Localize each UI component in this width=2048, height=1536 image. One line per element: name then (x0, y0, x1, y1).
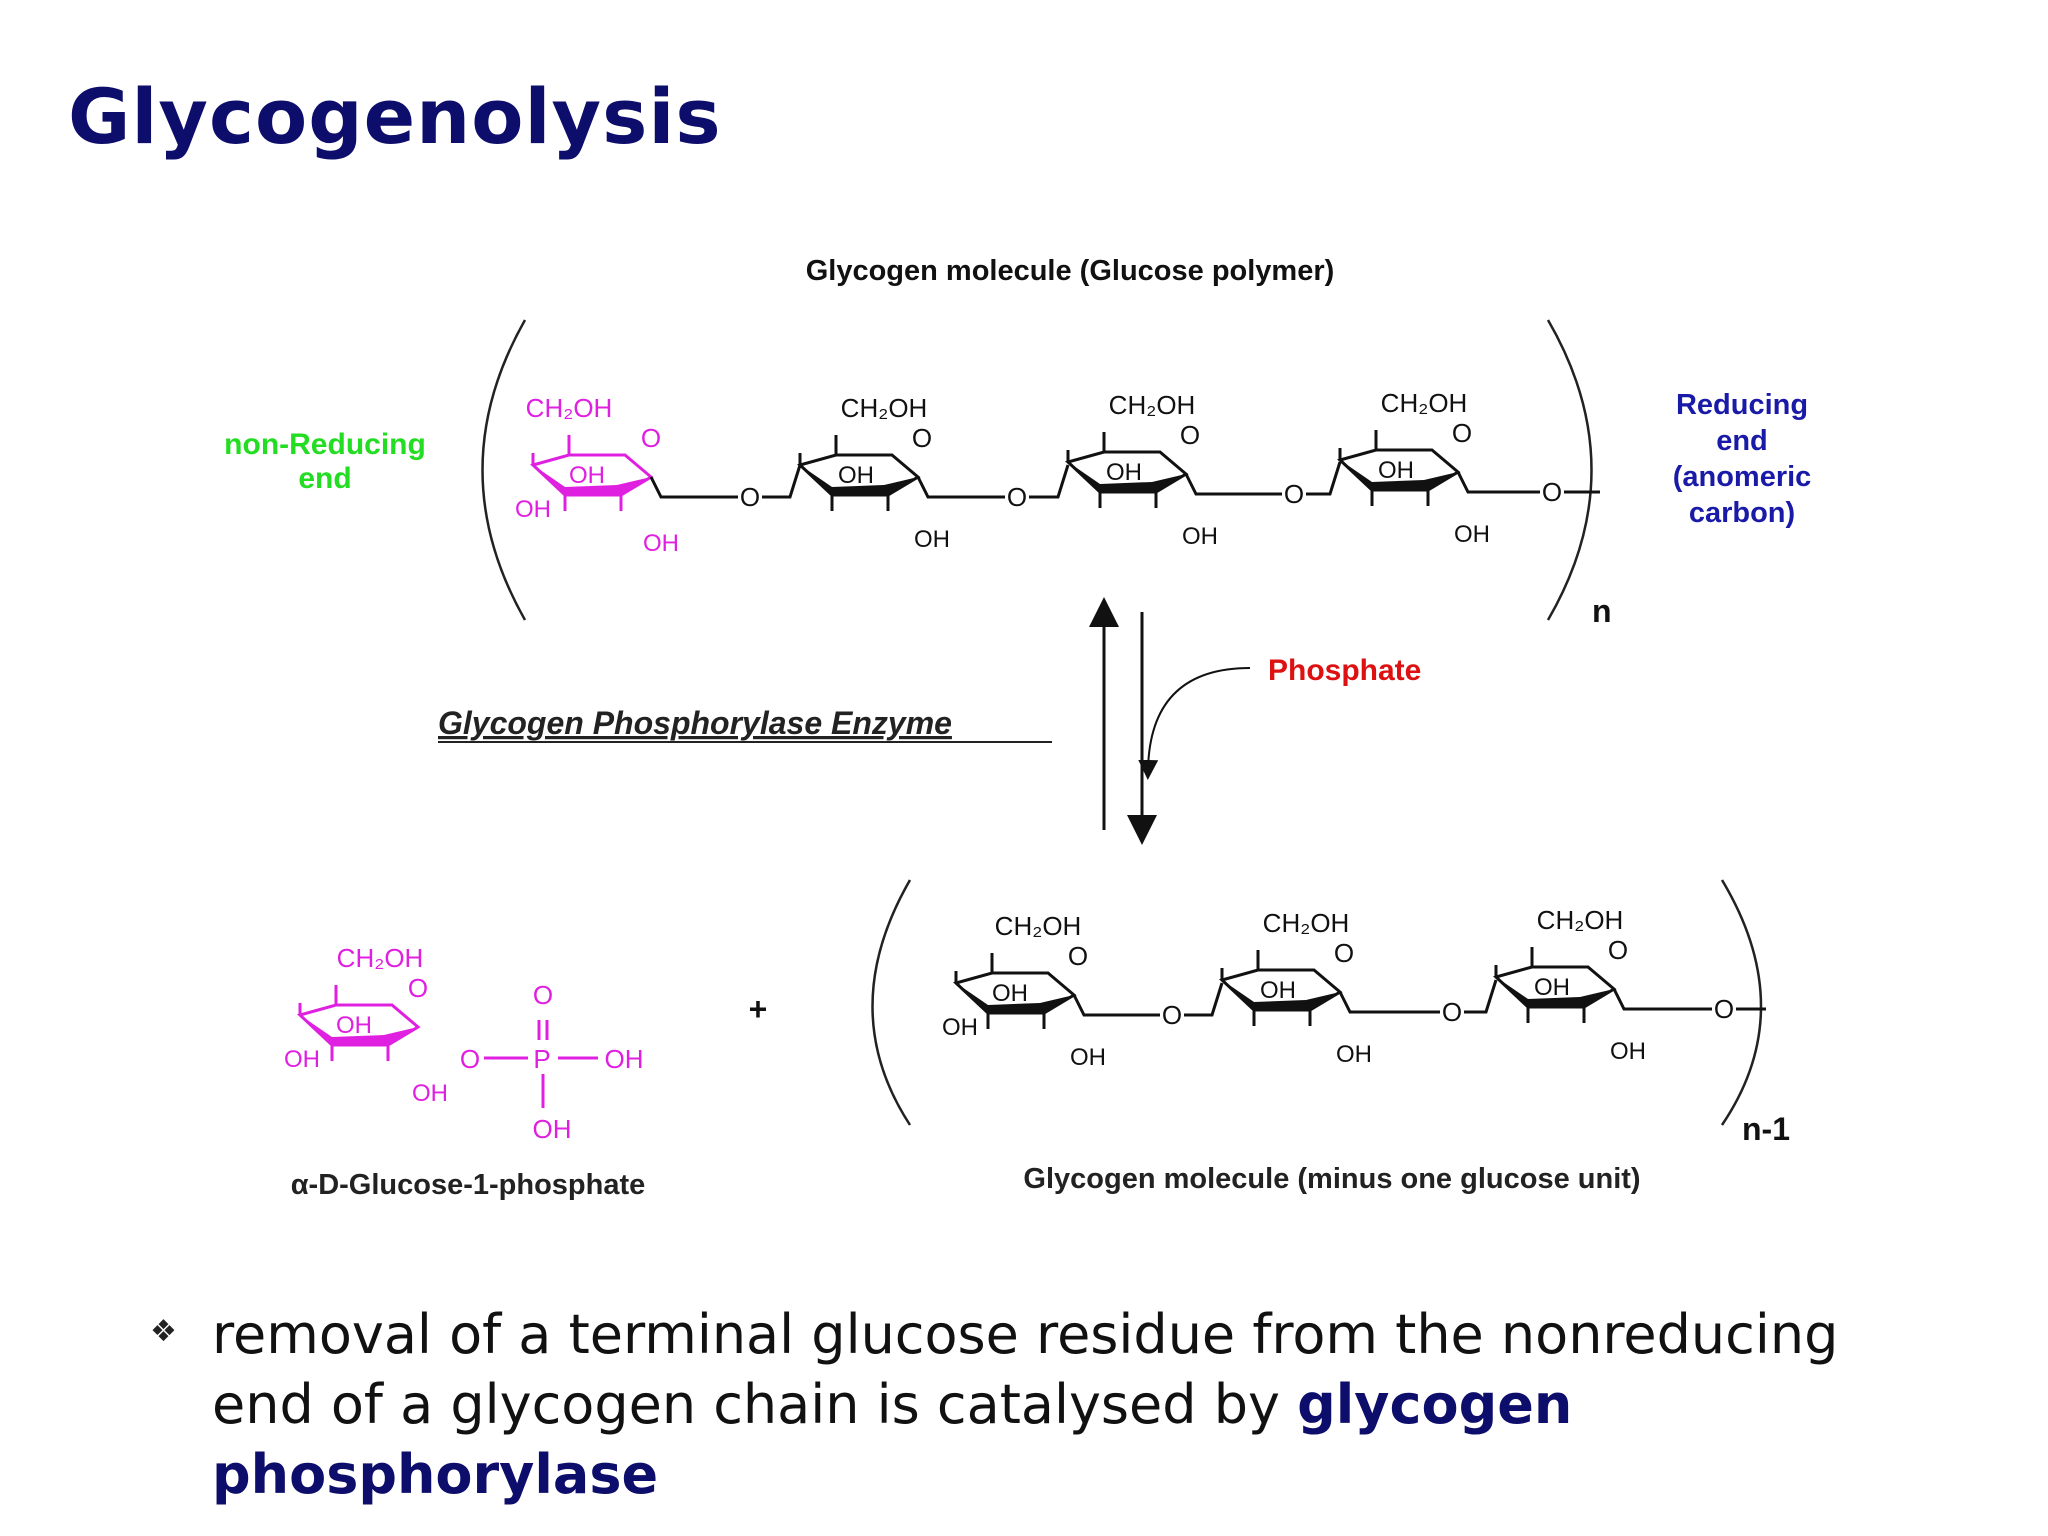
svg-text:O: O (408, 973, 428, 1003)
svg-text:CH₂OH: CH₂OH (1381, 388, 1468, 418)
svg-text:O: O (1180, 420, 1200, 450)
svg-text:O: O (1334, 938, 1354, 968)
svg-text:CH₂OH: CH₂OH (1537, 905, 1624, 935)
glucose-ring-b1: CH₂OH O OH OH OH (942, 911, 1106, 1071)
phosphorus-atom: P (533, 1044, 550, 1074)
svg-text:OH: OH (284, 1046, 320, 1073)
svg-text:CH₂OH: CH₂OH (1109, 390, 1196, 420)
svg-text:OH: OH (942, 1014, 978, 1041)
svg-text:CH₂OH: CH₂OH (841, 393, 928, 423)
svg-text:OH: OH (1534, 974, 1570, 1001)
svg-text:OH: OH (643, 530, 679, 557)
reducing-label-line3: (anomeric (1673, 461, 1812, 493)
svg-text:O: O (1714, 994, 1734, 1024)
n-minus-1-subscript: n-1 (1742, 1111, 1790, 1147)
glucose-ring-2: CH₂OH O OH OH (798, 393, 950, 553)
svg-text:OH: OH (1260, 977, 1296, 1004)
glucose-1-phosphate-ring: CH₂OH O OH OH OH (284, 943, 448, 1107)
glycogen-phosphorylase-emphasis: glycogen phosphorylase (212, 1373, 1573, 1506)
svg-text:O: O (641, 423, 661, 453)
slide-title: Glycogenolysis (68, 72, 722, 161)
svg-text:OH: OH (914, 526, 950, 553)
top-title: Glycogen molecule (Glucose polymer) (806, 255, 1335, 287)
bullet-text: removal of a terminal glucose residue fr… (212, 1300, 2000, 1510)
glucose-ring-nonreducing: CH₂OH O OH OH OH (515, 393, 679, 557)
svg-text:OH: OH (838, 462, 874, 489)
svg-text:CH₂OH: CH₂OH (1263, 908, 1350, 938)
glucose-ring-3: CH₂OH O OH OH (1066, 390, 1218, 550)
phosphate-label: Phosphate (1268, 654, 1421, 687)
diamond-bullet-icon: ❖ (150, 1314, 177, 1349)
bullet-text-line1: removal of a terminal glucose residue fr… (212, 1303, 1839, 1366)
svg-text:CH₂OH: CH₂OH (995, 911, 1082, 941)
non-reducing-label-line1: non-Reducing (224, 428, 426, 461)
svg-text:OH: OH (1610, 1038, 1646, 1065)
right-parenthesis-bottom (1720, 879, 1763, 1126)
svg-text:O: O (1542, 477, 1562, 507)
glucose-ring-b3: CH₂OH O OH OH (1494, 905, 1646, 1065)
glucose-ring-b2: CH₂OH O OH OH (1220, 908, 1372, 1068)
reducing-label-line1: Reducing (1676, 389, 1808, 421)
svg-text:O: O (1442, 997, 1462, 1027)
svg-text:OH: OH (1454, 521, 1490, 548)
svg-text:O: O (1162, 1000, 1182, 1030)
reducing-label-line2: end (1716, 425, 1768, 457)
svg-text:O: O (533, 980, 553, 1010)
svg-text:OH: OH (569, 462, 605, 489)
svg-text:OH: OH (1070, 1044, 1106, 1071)
svg-text:OH: OH (992, 980, 1028, 1007)
svg-text:OH: OH (1336, 1041, 1372, 1068)
svg-text:O: O (1452, 418, 1472, 448)
plus-sign: + (749, 991, 768, 1027)
svg-text:CH₂OH: CH₂OH (526, 393, 613, 423)
glucose-ring-4: CH₂OH O OH OH (1338, 388, 1490, 548)
svg-text:O: O (1608, 935, 1628, 965)
svg-text:OH: OH (1378, 457, 1414, 484)
svg-text:OH: OH (515, 496, 551, 523)
svg-text:O: O (460, 1044, 480, 1074)
svg-text:OH: OH (1182, 523, 1218, 550)
non-reducing-label-line2: end (298, 462, 351, 495)
left-parenthesis-top (481, 319, 527, 621)
phosphate-curved-arrow (1138, 667, 1251, 780)
svg-text:O: O (740, 482, 760, 512)
right-parenthesis-top (1546, 319, 1593, 621)
product-right-label: Glycogen molecule (minus one glucose uni… (1023, 1163, 1640, 1195)
product-left-label: α-D-Glucose-1-phosphate (291, 1169, 646, 1201)
svg-text:OH: OH (533, 1114, 572, 1144)
svg-text:O: O (912, 423, 932, 453)
svg-text:CH₂OH: CH₂OH (337, 943, 424, 973)
n-subscript: n (1592, 593, 1612, 629)
reducing-label-line4: carbon) (1689, 497, 1795, 529)
svg-text:OH: OH (412, 1080, 448, 1107)
svg-text:OH: OH (336, 1012, 372, 1039)
svg-text:O: O (1007, 482, 1027, 512)
svg-text:OH: OH (1106, 459, 1142, 486)
left-parenthesis-bottom (871, 879, 912, 1126)
svg-text:OH: OH (605, 1044, 644, 1074)
svg-text:O: O (1068, 941, 1088, 971)
bullet-text-line2: end of a glycogen chain is catalysed by … (212, 1373, 1573, 1506)
enzyme-label: Glycogen Phosphorylase Enzyme (438, 705, 952, 741)
svg-text:O: O (1284, 479, 1304, 509)
